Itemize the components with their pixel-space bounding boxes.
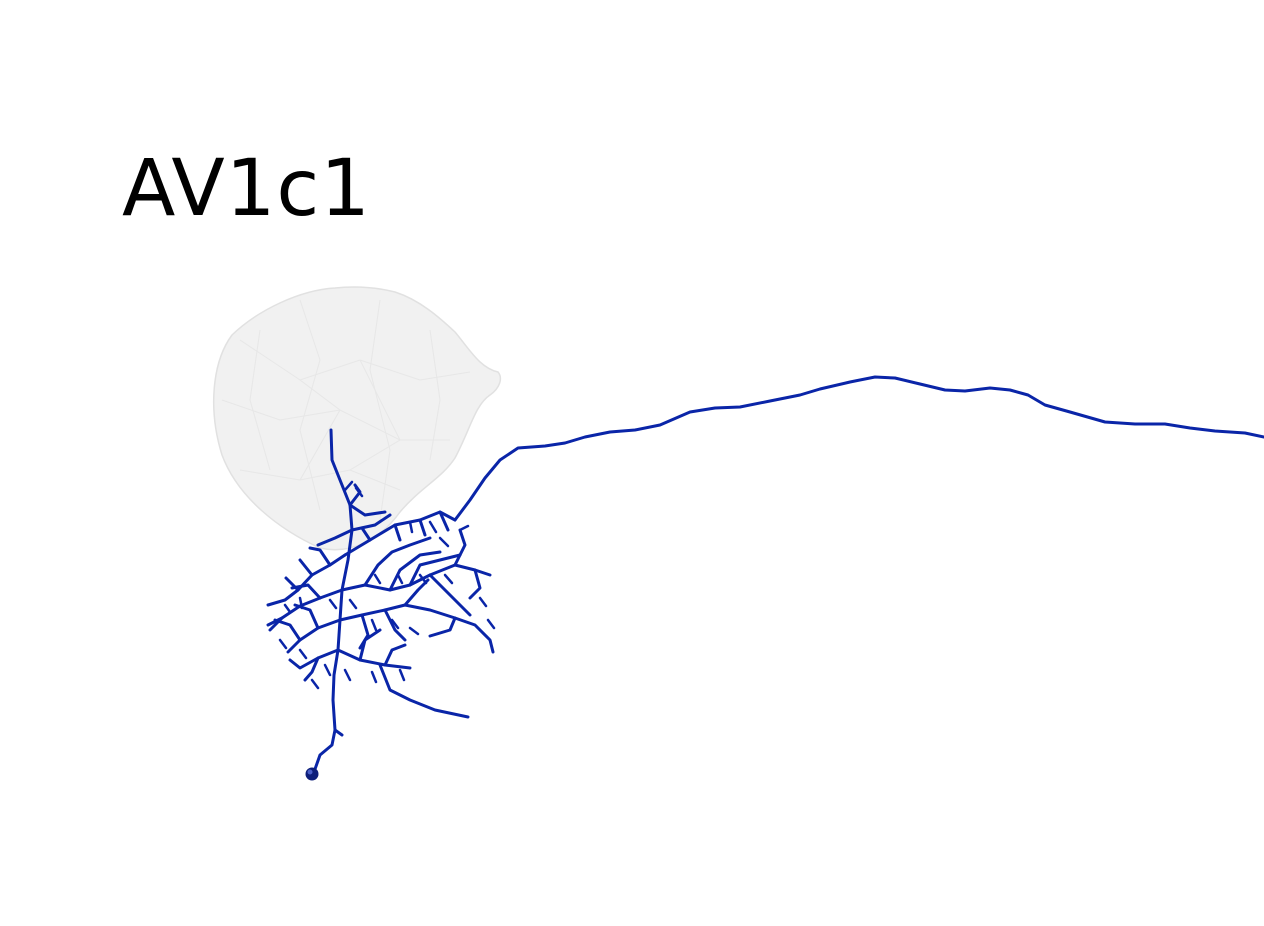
neuropil-mesh — [212, 286, 502, 551]
neuron-skeleton — [266, 375, 1264, 774]
axon-branch — [453, 375, 1264, 522]
soma — [305, 767, 319, 781]
neuron-name-label: AV1c1 — [122, 144, 371, 234]
